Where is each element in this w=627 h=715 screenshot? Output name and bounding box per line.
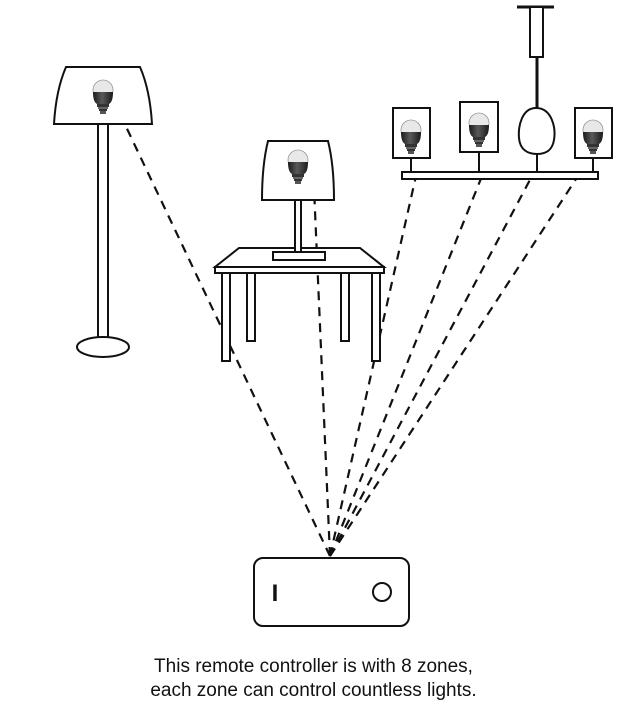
table-lamp-stem (294, 199, 302, 253)
chandelier-center-globe (517, 106, 556, 156)
floor-lamp-base (76, 336, 130, 358)
table-leg (246, 272, 256, 342)
table-icon (212, 247, 387, 362)
signal-line-table-lamp (312, 187, 332, 557)
signal-line-chandelier-4 (329, 175, 579, 557)
caption-line-2: each zone can control countless lights. (150, 680, 477, 701)
chandelier-rod (529, 6, 544, 58)
signal-line-chandelier-3 (329, 175, 533, 557)
table-leg (221, 272, 231, 362)
signal-line-chandelier-1 (328, 175, 418, 557)
remote-off-button[interactable] (372, 582, 392, 602)
remote-body (253, 557, 410, 627)
table-leg (340, 272, 350, 342)
chandelier-arm (401, 171, 599, 180)
remote-controller-icon: I (253, 557, 410, 627)
table-lamp-base (272, 251, 326, 261)
floor-lamp-pole (97, 123, 109, 343)
caption-line-1: This remote controller is with 8 zones, (154, 656, 473, 677)
table-leg (371, 272, 381, 362)
signal-line-chandelier-2 (328, 175, 484, 557)
remote-on-button[interactable]: I (272, 580, 279, 607)
chandelier-icon (392, 5, 613, 180)
